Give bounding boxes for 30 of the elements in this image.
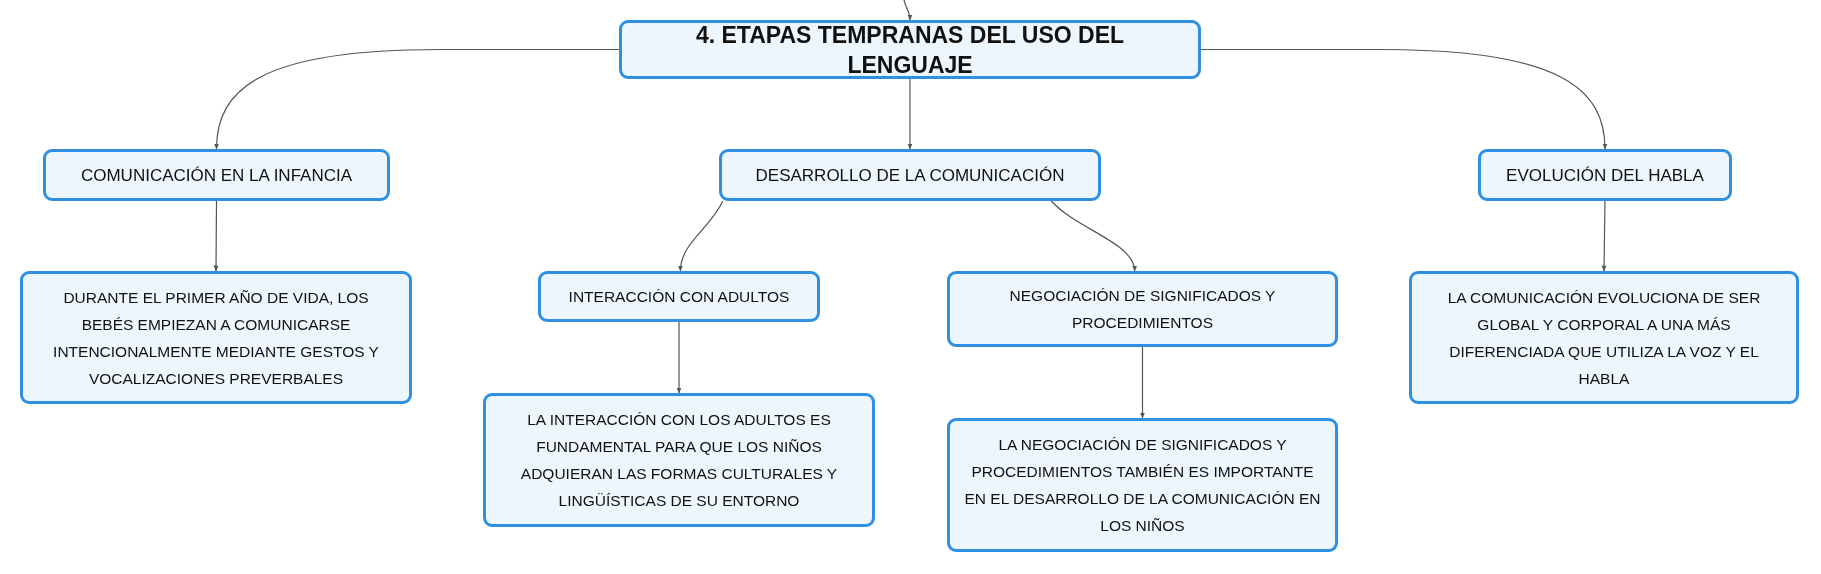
connector-arrow [213,200,219,272]
topic-text: NEGOCIACIÓN DE SIGNIFICADOS Y PROCEDIMIENTOS [1008,286,1277,333]
topic-text: INTERACCIÓN CON ADULTOS [568,287,790,307]
topic-box [947,271,1338,347]
connector-arrow [678,200,724,272]
topic-box [719,149,1101,201]
topic-text: COMUNICACIÓN EN LA INFANCIA [80,164,353,187]
topic-text: DURANTE EL PRIMER AÑO DE VIDA, LOS BEBÉS EMPIEZAN A COMUNICARSE INTENCIONALMENTE MEDIANTE GESTOS Y VOCALIZACIONES PREVERBALES [52,287,380,389]
topic-text: LA INTERACCIÓN CON LOS ADULTOS ES FUNDAMENTAL PARA QUE LOS NIÑOS ADQUIERAN LAS FORMAS CULTURALES Y LINGÜÍSTICAS DE SU ENTORNO [519,410,839,511]
topic-box [20,271,412,404]
topic-box [538,271,820,322]
topic-box [483,393,875,527]
topic-box [1409,271,1799,404]
connector-arrow [214,48,620,150]
connector-arrow [676,321,682,394]
connector-arrow [907,78,913,150]
connector-arrow [1601,200,1607,272]
connector-arrow [1140,346,1145,419]
central-topic-box [619,20,1201,79]
topic-text: LA NEGOCIACIÓN DE SIGNIFICADOS Y PROCEDIMIENTOS TAMBIÉN ES IMPORTANTE EN EL DESARROLLO DE LA COMUNICACIÓN EN LOS NIÑOS [964,435,1321,536]
topic-box [1478,149,1732,201]
topic-box [43,149,390,201]
connector-arrow [1200,48,1608,150]
topic-text: EVOLUCIÓN DEL HABLA [1506,164,1704,187]
topic-text: 4. ETAPAS TEMPRANAS DEL USO DEL LENGUAJE [694,20,1126,80]
topic-text: LA COMUNICACIÓN EVOLUCIONA DE SER GLOBAL Y CORPORAL A UNA MÁS DIFERENCIADA QUE UTILIZA LA VOZ Y EL HABLA [1446,287,1762,389]
topic-box [947,418,1338,552]
topic-text: DESARROLLO DE LA COMUNICACIÓN [755,164,1065,187]
connector-arrow [1050,200,1137,272]
connector-arrow [903,0,913,21]
